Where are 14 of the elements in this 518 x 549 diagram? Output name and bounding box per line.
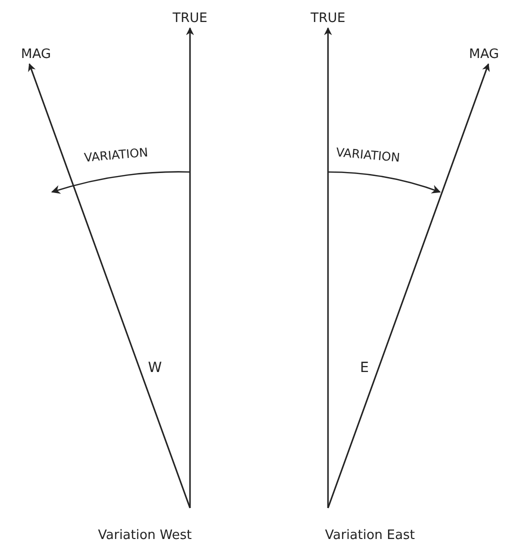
angle-label: VARIATION <box>336 145 401 165</box>
direction-label: MAG <box>14 44 58 64</box>
arrow <box>28 63 191 508</box>
direction-label: TRUE <box>306 8 350 28</box>
caption-text: Variation West <box>98 528 192 543</box>
arrow <box>186 27 194 508</box>
direction-label: MAG <box>462 44 506 64</box>
caption-text: Variation East <box>325 528 415 543</box>
arrow <box>324 27 332 508</box>
direction-letter: E <box>360 360 369 376</box>
direction-letter: W <box>148 360 162 376</box>
angle-label: VARIATION <box>84 145 149 165</box>
arrow <box>327 63 490 508</box>
direction-label: TRUE <box>168 8 212 28</box>
